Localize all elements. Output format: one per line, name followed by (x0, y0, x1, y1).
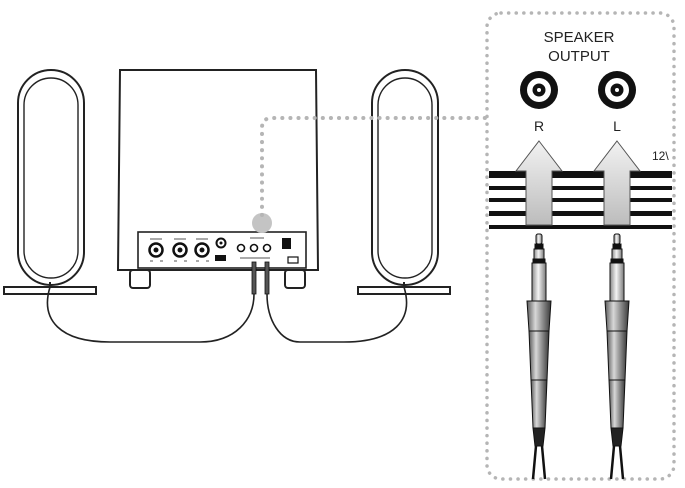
edge-text: 12\ (652, 149, 669, 163)
headphone-jack[interactable] (215, 237, 227, 249)
cable-to-right-speaker (266, 286, 408, 343)
knob-bass[interactable] (172, 242, 188, 258)
aux-input-jacks[interactable] (236, 243, 272, 253)
speaker-cables (46, 286, 408, 343)
cable-to-left-speaker (46, 286, 255, 343)
callout-title-line2: OUTPUT (548, 48, 610, 65)
jack-right-label: R (534, 118, 544, 134)
left-satellite-speaker (3, 69, 97, 295)
subwoofer-control-panel (137, 231, 307, 269)
arrow-up-left-channel (592, 140, 642, 226)
plug-right (526, 233, 552, 480)
panel-stripes (489, 171, 672, 229)
jack-left (598, 71, 636, 109)
jack-right (520, 71, 558, 109)
callout-title-line1: SPEAKER (544, 29, 615, 46)
speaker-output-highlight-dot (252, 213, 272, 233)
jack-left-label: L (613, 118, 621, 134)
usb-port[interactable] (215, 255, 226, 261)
power-input[interactable] (287, 256, 299, 264)
arrow-up-right-channel (514, 140, 564, 226)
right-satellite-speaker (357, 69, 451, 295)
knob-volume[interactable] (148, 242, 164, 258)
plug-left (604, 233, 630, 480)
knob-treble[interactable] (194, 242, 210, 258)
panel-tick-marks (150, 237, 270, 262)
callout-box (485, 11, 676, 481)
power-switch[interactable] (282, 238, 291, 249)
